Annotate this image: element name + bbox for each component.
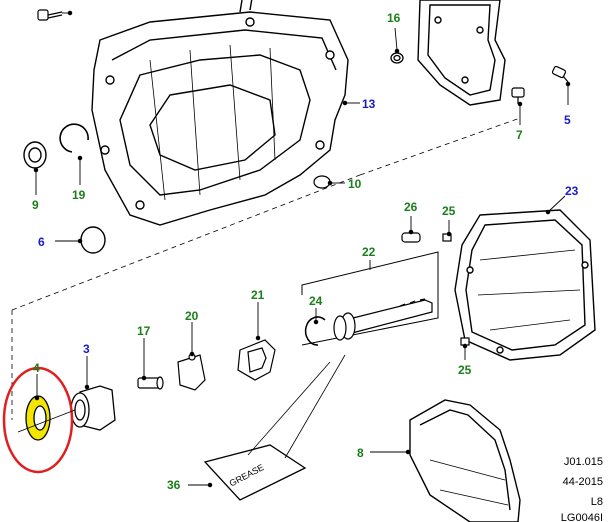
callout-20: 20 (185, 309, 199, 323)
transmission-case (91, 0, 349, 226)
callout-16: 16 (387, 11, 401, 25)
callout-24: 24 (309, 294, 323, 308)
callout-3: 3 (83, 342, 90, 356)
callout-5: 5 (564, 113, 571, 127)
callout-6: 6 (38, 235, 45, 249)
grease-bag (203, 444, 307, 501)
part-21 (237, 339, 276, 381)
callout-26: 26 (404, 200, 418, 214)
circlip-24 (304, 316, 326, 346)
highlight-ring (2, 366, 74, 474)
seal-9 (23, 141, 47, 169)
callout-9: 9 (32, 198, 39, 212)
reference-code-4: LG0046I (560, 512, 603, 522)
rear-housing (417, 0, 506, 106)
bolt-17 (137, 376, 164, 390)
circlip-19 (59, 123, 89, 153)
callout-13: 13 (362, 97, 376, 111)
shaft-22 (333, 298, 433, 341)
callout-10: 10 (348, 177, 362, 191)
callout-23: 23 (565, 184, 579, 198)
reference-code-2: 44-2015 (562, 476, 603, 488)
explode-lines (11, 117, 521, 420)
reference-code-1: J01.015 (563, 456, 603, 468)
callout-7: 7 (516, 128, 523, 142)
callout-17: 17 (137, 324, 151, 338)
plug-7 (511, 87, 525, 104)
part-20 (177, 353, 206, 391)
seal-16 (390, 52, 404, 64)
leader-lines (33, 10, 571, 488)
cover-8 (409, 399, 521, 522)
pin-26 (401, 232, 421, 243)
callout-8: 8 (357, 446, 364, 460)
reference-code-3: L8 (590, 496, 603, 508)
callout-25-bottom: 25 (458, 363, 472, 377)
callout-22: 22 (362, 245, 376, 259)
plug-5 (551, 65, 569, 83)
plug-10 (313, 175, 331, 189)
callout-25-top: 25 (442, 204, 456, 218)
callout-labels: 16 13 7 5 9 19 10 6 23 26 25 22 21 24 20… (32, 11, 579, 492)
o-ring-6 (80, 226, 106, 254)
callout-19: 19 (72, 188, 86, 202)
bearing-3 (70, 385, 116, 431)
bolt-top (37, 9, 63, 21)
bracket-22 (301, 251, 439, 346)
seal-4 (25, 395, 51, 441)
cover-23 (454, 209, 596, 361)
callout-36: 36 (167, 478, 181, 492)
callout-4: 4 (33, 361, 40, 375)
callout-21: 21 (251, 288, 265, 302)
